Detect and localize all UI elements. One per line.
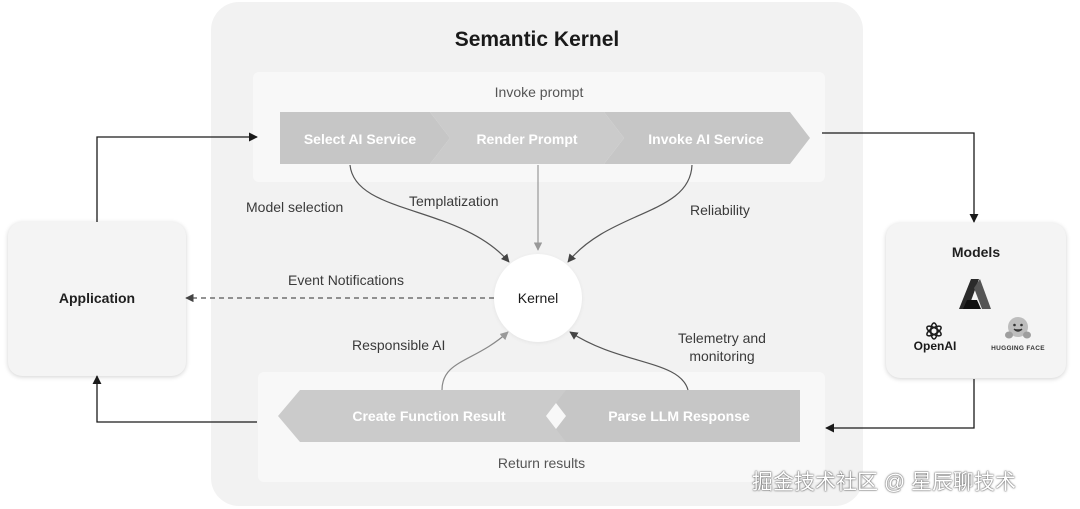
step-parse-llm-response: Parse LLM Response xyxy=(608,408,750,424)
label-reliability: Reliability xyxy=(690,202,750,218)
label-templatization: Templatization xyxy=(409,193,499,209)
hugging-face-icon xyxy=(1005,317,1031,339)
kernel-node: Kernel xyxy=(494,254,582,342)
step-select-ai-service: Select AI Service xyxy=(303,131,417,147)
label-model-selection: Model selection xyxy=(246,199,344,215)
models-label: Models xyxy=(951,244,1001,260)
label-telemetry-line1: Telemetry and xyxy=(678,330,766,346)
label-telemetry-line2: monitoring xyxy=(689,348,755,364)
application-label: Application xyxy=(58,290,136,306)
watermark: 掘金技术社区 @ 星辰聊技术 xyxy=(752,471,1016,494)
step-create-function-result: Create Function Result xyxy=(352,408,506,424)
azure-icon xyxy=(959,279,991,309)
return-results-label: Return results xyxy=(497,455,586,471)
step-render-prompt: Render Prompt xyxy=(476,131,578,147)
application-box xyxy=(8,222,186,376)
openai-icon xyxy=(926,322,942,340)
invoke-prompt-label: Invoke prompt xyxy=(494,84,584,100)
diagram-title: Semantic Kernel xyxy=(454,28,620,51)
step-invoke-ai-service: Invoke AI Service xyxy=(648,131,764,147)
hugging-face-label: HUGGING FACE xyxy=(991,345,1045,352)
label-event-notifications: Event Notifications xyxy=(288,272,404,288)
label-responsible-ai: Responsible AI xyxy=(352,337,446,353)
openai-label: OpenAI xyxy=(913,339,957,353)
